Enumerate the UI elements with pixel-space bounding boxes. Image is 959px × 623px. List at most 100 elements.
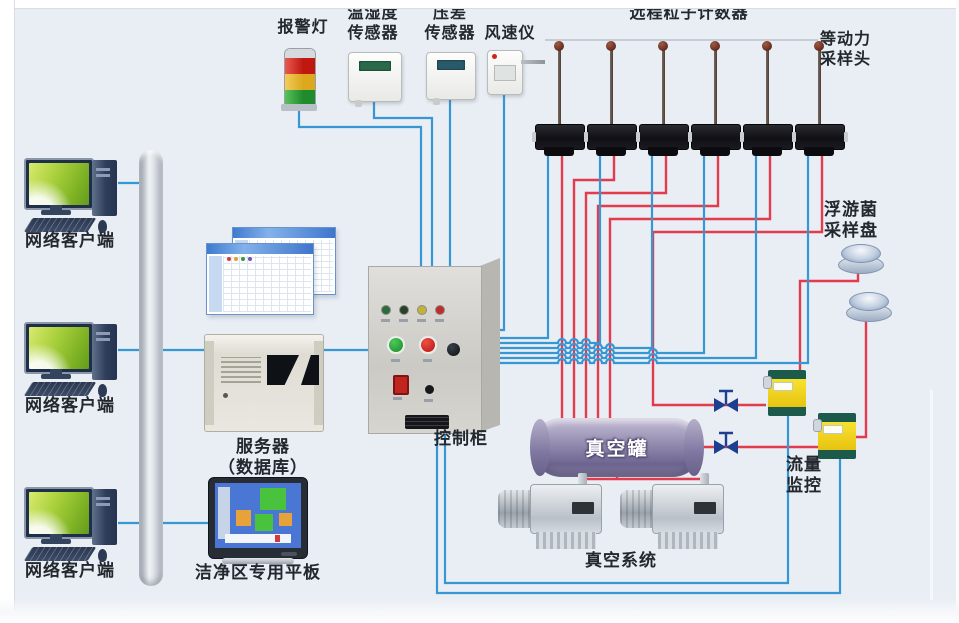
tablet-button bbox=[281, 552, 297, 556]
anemometer-led bbox=[492, 54, 497, 59]
counter6-signal bbox=[484, 150, 810, 365]
particle-counter-6 bbox=[792, 124, 848, 150]
client-keyboard bbox=[23, 382, 97, 396]
fm-body bbox=[768, 379, 806, 407]
tablet-screen-block bbox=[235, 510, 252, 526]
flow-monitor-label: 流量 监控 bbox=[786, 455, 844, 496]
counter-mount bbox=[804, 147, 834, 156]
pump-inlet bbox=[700, 473, 709, 486]
selector-knob bbox=[447, 343, 460, 356]
particle-counter-2 bbox=[584, 124, 640, 150]
control-cabinet-label: 控制柜 bbox=[434, 429, 488, 448]
bacteria-sampling-plate-1 bbox=[838, 244, 884, 274]
server-bay bbox=[301, 355, 319, 385]
vacuum-line bbox=[572, 150, 616, 418]
pump-motor bbox=[498, 490, 534, 528]
left-margin bbox=[0, 0, 15, 623]
pump-fins bbox=[536, 532, 596, 549]
label-line: 传感器 bbox=[347, 24, 399, 42]
fm-ring bbox=[813, 419, 822, 432]
network-backbone-pillar bbox=[139, 150, 163, 586]
cabinet-fm2-signal bbox=[435, 430, 842, 595]
label-line: 温湿度 bbox=[347, 5, 399, 22]
power-rocker-switch bbox=[393, 375, 409, 395]
vacuum-line bbox=[651, 150, 824, 407]
counter-mount bbox=[596, 147, 626, 156]
vacuum-pump-2 bbox=[620, 473, 724, 554]
label-line: 采样头 bbox=[820, 50, 872, 68]
network-client-3 bbox=[22, 487, 122, 565]
counter-mount bbox=[752, 147, 782, 156]
fm-bottom-cap bbox=[818, 450, 856, 459]
fm-ring bbox=[763, 376, 772, 389]
label-line: 传感器 bbox=[424, 24, 476, 42]
tablet-screen-strip bbox=[225, 533, 291, 544]
sensor-display bbox=[359, 60, 391, 72]
client-tower bbox=[92, 489, 117, 545]
tablet-stand bbox=[222, 558, 294, 564]
counter-mount bbox=[700, 147, 730, 156]
tablet-screen bbox=[215, 483, 301, 548]
anemometer-probe bbox=[521, 60, 545, 64]
indicator-light-dark bbox=[399, 305, 409, 315]
vacuum-tank: 真空罐 bbox=[530, 418, 704, 477]
monitor-base bbox=[41, 210, 71, 215]
client-mouse bbox=[98, 220, 107, 233]
monitor-base bbox=[41, 539, 71, 544]
rack-ear bbox=[205, 341, 214, 425]
monitor-neck bbox=[50, 369, 62, 375]
monitor-neck bbox=[50, 205, 62, 211]
fm-label-sticker bbox=[823, 425, 843, 434]
pump-plate bbox=[572, 502, 594, 514]
label-line: 流量 bbox=[786, 455, 822, 474]
counter1-signal bbox=[484, 150, 550, 340]
vacuum-line-plate2 bbox=[852, 318, 868, 439]
counter3-signal bbox=[484, 150, 654, 350]
vacuum-line bbox=[596, 150, 720, 418]
control-cabinet-side bbox=[480, 258, 500, 432]
indicator-light-red bbox=[435, 305, 445, 315]
monitor-software-window-front bbox=[206, 243, 314, 315]
temp-humidity-sensor bbox=[348, 52, 402, 107]
background-seam bbox=[930, 390, 933, 600]
client-monitor bbox=[24, 487, 94, 539]
top-margin bbox=[0, 0, 959, 9]
label-line: 采样盘 bbox=[824, 220, 878, 240]
label-line: 压差 bbox=[432, 5, 467, 22]
alarm-green-segment bbox=[285, 90, 315, 106]
tablet-screen-block bbox=[254, 514, 274, 532]
fm-top-cap bbox=[818, 413, 856, 422]
power-button bbox=[223, 393, 228, 398]
control-cabinet bbox=[368, 266, 482, 434]
tablet-screen-block bbox=[278, 512, 293, 526]
counter-mount bbox=[544, 147, 574, 156]
client-mouse bbox=[98, 549, 107, 562]
sampling-rod bbox=[610, 48, 613, 125]
sampling-rod bbox=[766, 48, 769, 125]
network-client-2 bbox=[22, 322, 122, 400]
sampling-rod bbox=[662, 48, 665, 125]
monitor-base bbox=[41, 374, 71, 379]
fm-top-cap bbox=[768, 370, 806, 379]
client-screen bbox=[29, 327, 89, 369]
client-screen bbox=[29, 492, 89, 534]
isokinetic-sampling-head bbox=[710, 41, 720, 51]
window-status-dots bbox=[227, 257, 231, 261]
alarm-red-segment bbox=[285, 58, 315, 74]
label-line: 监控 bbox=[786, 475, 822, 495]
alarm-yellow-segment bbox=[285, 74, 315, 90]
client-keyboard bbox=[23, 218, 97, 232]
tank-cap-right bbox=[684, 419, 704, 476]
pump-inlet bbox=[578, 473, 587, 486]
isokinetic-sampling-head bbox=[658, 41, 668, 51]
bacteria-plate-label: 浮游菌 采样盘 bbox=[824, 200, 896, 241]
start-button bbox=[386, 335, 406, 355]
vacuum-line bbox=[608, 150, 772, 418]
pressure-sensor bbox=[426, 52, 476, 105]
window-side-column bbox=[209, 256, 222, 312]
pump-motor bbox=[620, 490, 656, 528]
anemometer bbox=[487, 50, 545, 95]
pressure-sensor-label: 压差 传感器 bbox=[418, 4, 482, 43]
server bbox=[204, 334, 324, 432]
server-vent bbox=[221, 357, 261, 383]
